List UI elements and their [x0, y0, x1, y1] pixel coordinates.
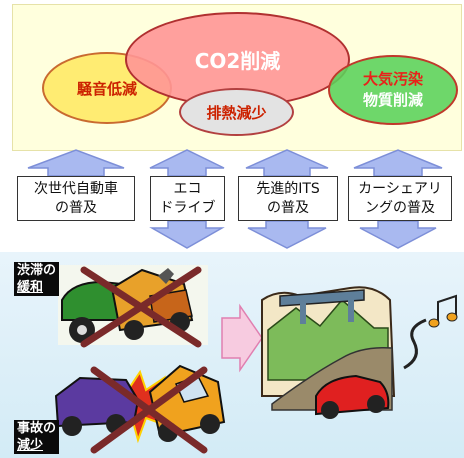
music-note-icon — [428, 294, 458, 328]
air-pollutant-label-line2: 物質削減 — [362, 91, 423, 109]
exhaust-heat-label: 排熱減少 — [206, 103, 267, 122]
cross-icon — [80, 266, 202, 348]
measure-car-sharing: カーシェアリ ングの普及 — [348, 176, 452, 221]
noise-reduction-label: 騒音低減 — [76, 79, 137, 98]
measure-eco-drive: エコ ドライブ — [150, 176, 225, 221]
up-arrow-icon — [149, 149, 225, 177]
down-arrow-icon — [247, 220, 327, 249]
congestion-relief-tag: 渋滞の 緩和 — [14, 262, 60, 296]
down-arrow-icon — [149, 220, 225, 249]
accident-tag-line1: 事故の — [17, 421, 57, 436]
accident-tag-line2: 減少 — [17, 438, 44, 453]
congestion-tag-line1: 渋滞の — [17, 263, 57, 278]
right-arrow-icon — [221, 303, 263, 373]
down-arrow-icon — [359, 220, 437, 249]
accident-reduction-tag: 事故の 減少 — [14, 420, 60, 454]
measure-next-gen-vehicles: 次世代自動車 の普及 — [17, 176, 135, 221]
co2-reduction-label: CO2削減 — [194, 49, 281, 73]
air-pollutant-ellipse: 大気汚染 物質削減 — [328, 55, 458, 125]
congestion-tag-line2: 緩和 — [17, 280, 44, 295]
up-arrow-icon — [245, 149, 329, 177]
up-arrow-icon — [27, 149, 125, 177]
measure-advanced-its: 先進的ITS の普及 — [238, 176, 338, 221]
up-arrow-icon — [353, 149, 443, 177]
co2-reduction-ellipse: CO2削減 — [125, 12, 350, 107]
air-pollutant-label-line1: 大気汚染 — [362, 70, 423, 88]
scenic-drive-illustration — [261, 286, 427, 419]
cross-icon — [90, 366, 208, 454]
exhaust-heat-ellipse: 排熱減少 — [179, 88, 294, 136]
